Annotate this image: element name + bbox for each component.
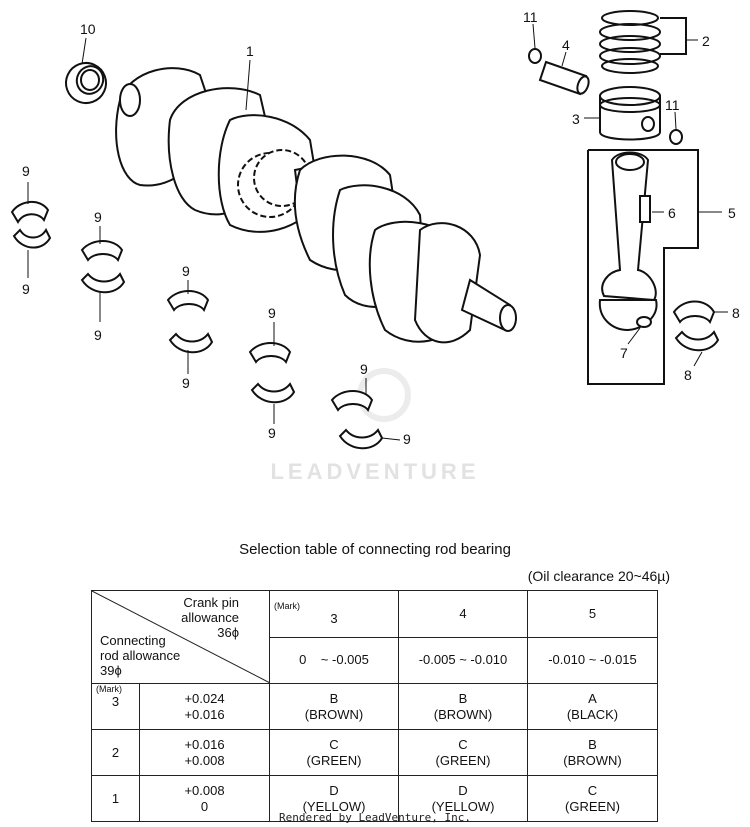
piston-pin-clips: [528, 48, 683, 145]
table-header-corner: Crank pin allowance 36ϕ Connecting rod a…: [91, 590, 270, 684]
piston-pin: [538, 60, 590, 96]
column-mark-5: 5: [527, 590, 658, 638]
connecting-rod-allowance-label: Connecting rod allowance 39ϕ: [100, 633, 181, 678]
cell-3-4: B(BROWN): [398, 683, 528, 730]
callout-9-e: 9: [182, 263, 190, 279]
column-range-3: 0 ~ -0.005: [269, 636, 399, 684]
table-row: (Mark)3 +0.024+0.016 B(BROWN) B(BROWN) A…: [91, 683, 658, 730]
piston: [599, 86, 661, 141]
row-range-3: +0.024+0.016: [139, 683, 270, 730]
render-credit: Rendered by LeadVenture, Inc.: [278, 811, 472, 824]
callout-6: 6: [668, 205, 676, 221]
cell-1-5: C(GREEN): [527, 775, 658, 822]
bearing-selection-table: Crank pin allowance 36ϕ Connecting rod a…: [91, 590, 658, 822]
callout-11-b: 11: [665, 97, 680, 113]
connecting-rod-assembly: [587, 149, 699, 385]
callout-7: 7: [620, 345, 628, 361]
exploded-parts-diagram: LEADVENTURE 10 1: [10, 9, 740, 484]
piston-rings: [599, 10, 687, 74]
callout-9-j: 9: [403, 431, 411, 447]
header-diagonal-line: [92, 591, 270, 683]
cell-2-4: C(GREEN): [398, 729, 528, 776]
callout-9-f: 9: [182, 375, 190, 391]
callout-9-d: 9: [94, 327, 102, 343]
oil-seal: [65, 62, 107, 104]
callout-10: 10: [80, 21, 96, 37]
cell-2-5: B(BROWN): [527, 729, 658, 776]
callout-5: 5: [728, 205, 736, 221]
callout-8-a: 8: [732, 305, 740, 321]
row-mark-1: 1: [91, 775, 140, 822]
cell-1-4: D(YELLOW): [398, 775, 528, 822]
callout-9-i: 9: [360, 361, 368, 377]
cell-3-5: A(BLACK): [527, 683, 658, 730]
cell-2-3: C(GREEN): [269, 729, 399, 776]
callout-9-c: 9: [94, 209, 102, 225]
callout-4: 4: [562, 37, 570, 53]
bearing-selection-table-wrapper: Crank pin allowance 36ϕ Connecting rod a…: [91, 590, 658, 822]
row-range-2: +0.016+0.008: [139, 729, 270, 776]
callout-9-g: 9: [268, 305, 276, 321]
callout-11-a: 11: [523, 9, 538, 25]
callout-3: 3: [572, 111, 580, 127]
row-mark-2: 2: [91, 729, 140, 776]
cell-3-3: B(BROWN): [269, 683, 399, 730]
table-title: Selection table of connecting rod bearin…: [239, 541, 511, 558]
callout-9-b: 9: [22, 281, 30, 297]
callout-1: 1: [246, 43, 254, 59]
row-mark-3: (Mark)3: [91, 683, 140, 730]
oil-clearance-note: (Oil clearance 20~46µ): [527, 568, 670, 584]
column-range-5: -0.010 ~ -0.015: [527, 636, 658, 684]
leadventure-watermark: LEADVENTURE: [270, 368, 479, 484]
callout-9-h: 9: [268, 425, 276, 441]
main-bearing-shells: [10, 201, 384, 450]
rod-bearing-shells: [672, 300, 720, 352]
column-range-4: -0.005 ~ -0.010: [398, 636, 528, 684]
callout-9-a: 9: [22, 163, 30, 179]
callout-8-b: 8: [684, 367, 692, 383]
table-row: 2 +0.016+0.008 C(GREEN) C(GREEN) B(BROWN…: [91, 729, 658, 776]
column-mark-4: 4: [398, 590, 528, 638]
crank-pin-allowance-label: Crank pin allowance 36ϕ: [181, 595, 239, 640]
watermark-text: LEADVENTURE: [270, 459, 479, 484]
cell-1-3: D(YELLOW): [269, 775, 399, 822]
crankshaft: [115, 67, 517, 344]
column-mark-3: (Mark)3: [269, 590, 399, 638]
callout-2: 2: [702, 33, 710, 49]
